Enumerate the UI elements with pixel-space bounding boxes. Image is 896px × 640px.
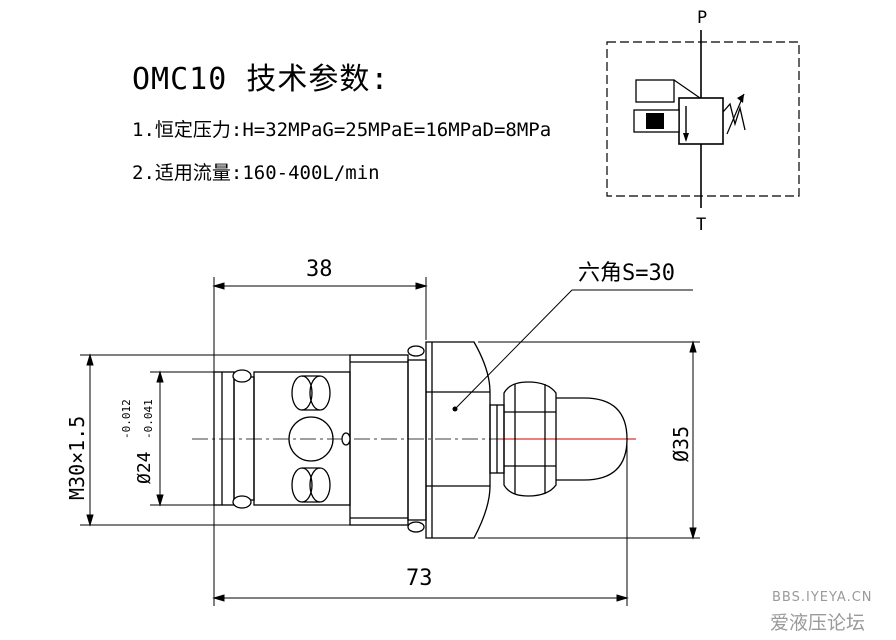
tolerance-upper: -0.012 [120, 399, 133, 439]
adjust-arrowhead [737, 94, 744, 103]
leader-dot [452, 406, 458, 412]
pilot-line [673, 79, 701, 99]
dim-length-73: 73 [406, 566, 433, 591]
port-t-label: T [696, 215, 706, 235]
pilot-box [635, 79, 675, 103]
hydraulic-symbol [606, 30, 800, 208]
spec-pressure: 1.恒定压力:H=32MPaG=25MPaE=16MPaD=8MPa [132, 119, 552, 141]
spec-flow: 2.适用流量:160-400L/min [132, 162, 380, 184]
dim-bore-24: Ø24 [134, 451, 155, 484]
symbol-frame [606, 41, 800, 197]
dim-thread-m30: M30×1.5 [65, 416, 89, 500]
page-title: OMC10 技术参数: [132, 62, 390, 97]
dim-diameter-35: Ø35 [669, 426, 693, 462]
watermark-name: 爱液压论坛 [770, 612, 866, 634]
watermark-site: BBS.IYEYA.CN [772, 590, 873, 605]
tolerance-lower: -0.041 [142, 399, 155, 439]
solenoid-coil-icon [646, 113, 664, 129]
port-p-label: P [697, 8, 707, 28]
valve-cartridge [192, 341, 636, 539]
spring-icon [722, 102, 746, 131]
hex-size-label: 六角S=30 [578, 261, 675, 286]
dim-length-38: 38 [306, 257, 333, 282]
flow-arrowhead [683, 133, 689, 142]
dimension-lines [80, 277, 700, 606]
